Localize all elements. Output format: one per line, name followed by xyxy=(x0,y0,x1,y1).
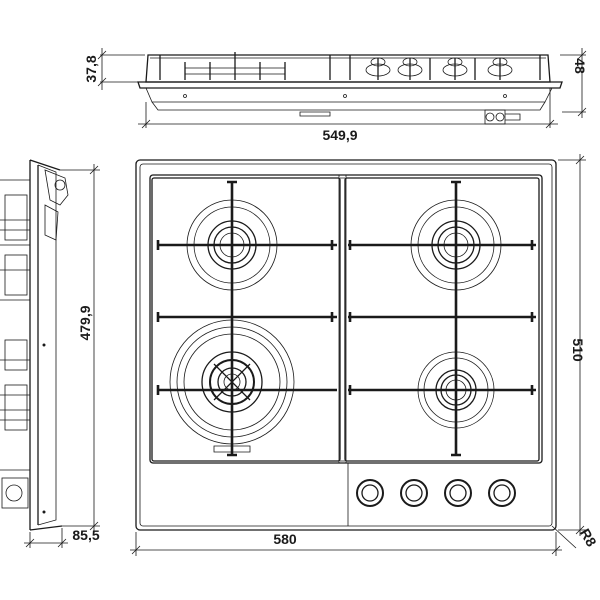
dim-top-width: 549,9 xyxy=(322,127,357,143)
burner-top-left xyxy=(186,199,278,291)
side-view: 479,9 85,5 xyxy=(0,159,100,548)
dim-top-height: 37,8 xyxy=(83,55,99,82)
burner-bottom-left xyxy=(169,319,295,453)
dim-top-total-height: 48 xyxy=(572,58,588,74)
dim-front-depth: 510 xyxy=(570,338,586,362)
dim-front-width: 580 xyxy=(273,531,297,547)
burner-bottom-right xyxy=(417,351,495,429)
dim-corner-radius: R8 xyxy=(577,526,600,550)
plan-view: 580 510 R8 xyxy=(130,154,600,556)
control-knobs xyxy=(356,479,516,507)
elevation-view: 37,8 48 549,9 xyxy=(83,48,588,143)
dim-side-depth: 479,9 xyxy=(77,305,93,340)
dim-side-width: 85,5 xyxy=(72,527,99,543)
burner-top-right xyxy=(410,199,502,291)
